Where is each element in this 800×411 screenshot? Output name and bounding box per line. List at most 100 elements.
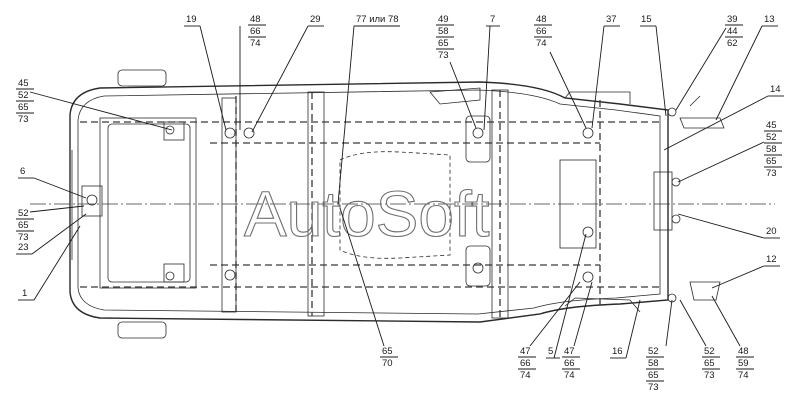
callout-number: 12 bbox=[766, 254, 777, 265]
callout-number: 66 bbox=[536, 26, 547, 37]
right-side-parts bbox=[679, 95, 725, 301]
callout-number: 59 bbox=[738, 358, 749, 369]
svg-text:7: 7 bbox=[490, 14, 495, 25]
callout-number: 62 bbox=[727, 38, 738, 49]
callout-number: 73 bbox=[766, 168, 777, 179]
callout-number: 52 bbox=[704, 346, 715, 357]
callout-13: 13 bbox=[715, 14, 778, 121]
callout-number: 65 bbox=[766, 156, 777, 167]
callout-number: 73 bbox=[18, 114, 29, 125]
left-hitch-bracket bbox=[71, 150, 103, 260]
callout-number: 1 bbox=[22, 288, 27, 299]
callout-number: 7 bbox=[490, 14, 495, 25]
callout-number: 48 bbox=[738, 346, 749, 357]
callout-number: 39 bbox=[727, 14, 738, 25]
callout-number: 65 bbox=[704, 358, 715, 369]
callout-number: 23 bbox=[18, 242, 29, 253]
callout-number: 45 bbox=[766, 120, 777, 131]
callout-number: 14 bbox=[770, 84, 781, 95]
callout-number: 65 bbox=[648, 370, 659, 381]
callout-number: 65 bbox=[382, 346, 393, 357]
callout-number: 66 bbox=[520, 358, 531, 369]
callout-29: 29 bbox=[251, 14, 324, 133]
svg-text:20: 20 bbox=[766, 226, 777, 237]
callout-number: 19 bbox=[186, 14, 197, 25]
rear-panel-section bbox=[99, 117, 197, 289]
callout-number: 74 bbox=[250, 38, 261, 49]
callout-number: 58 bbox=[766, 144, 777, 155]
callout-12: 12 bbox=[711, 254, 780, 289]
callout-number: 13 bbox=[764, 14, 775, 25]
svg-text:19: 19 bbox=[186, 14, 197, 25]
callout-number: 6 bbox=[20, 166, 25, 177]
callout-number: 73 bbox=[18, 232, 29, 243]
callout-20: 20 bbox=[677, 213, 780, 239]
callout-number: 73 bbox=[648, 382, 659, 393]
callout-number: 52 bbox=[648, 346, 659, 357]
callout-number: 29 bbox=[310, 14, 321, 25]
callout-37: 37 bbox=[591, 14, 620, 129]
callout-77: 77 или 78 bbox=[337, 14, 400, 205]
svg-text:12: 12 bbox=[766, 254, 777, 265]
callout-number: 74 bbox=[536, 38, 547, 49]
callout-number: 58 bbox=[438, 26, 449, 37]
callout-number: 77 или 78 bbox=[356, 14, 399, 25]
callout-number: 65 bbox=[18, 102, 29, 113]
callout-number: 37 bbox=[606, 14, 617, 25]
callout-number: 49 bbox=[438, 14, 449, 25]
callout-number: 65 bbox=[18, 220, 29, 231]
svg-text:23: 23 bbox=[18, 242, 29, 253]
body-outline bbox=[69, 69, 669, 339]
callout-number: 52 bbox=[18, 90, 29, 101]
callout-number: 58 bbox=[648, 358, 659, 369]
svg-text:15: 15 bbox=[641, 14, 652, 25]
callout-23: 23 bbox=[16, 213, 87, 255]
callout-number: 52 bbox=[766, 132, 777, 143]
callout-number: 44 bbox=[727, 26, 738, 37]
svg-text:14: 14 bbox=[770, 84, 781, 95]
callout-7: 7 bbox=[483, 14, 500, 131]
callout-number: 73 bbox=[438, 50, 449, 61]
callout-number: 66 bbox=[250, 26, 261, 37]
callout-number: 73 bbox=[704, 370, 715, 381]
svg-text:29: 29 bbox=[310, 14, 321, 25]
svg-text:1: 1 bbox=[22, 288, 27, 299]
callout-1: 1 bbox=[18, 225, 81, 301]
callout-number: 74 bbox=[520, 370, 531, 381]
callout-5: 5 bbox=[546, 233, 587, 359]
callout-number: 47 bbox=[564, 346, 575, 357]
svg-text:37: 37 bbox=[606, 14, 617, 25]
svg-text:13: 13 bbox=[764, 14, 775, 25]
callout-6: 6 bbox=[18, 166, 87, 199]
callout-19: 19 bbox=[184, 14, 227, 131]
callout-number: 70 bbox=[382, 358, 393, 369]
callout-15: 15 bbox=[640, 14, 667, 117]
callout-14: 14 bbox=[663, 84, 784, 151]
svg-text:6: 6 bbox=[20, 166, 25, 177]
callout-number: 20 bbox=[766, 226, 777, 237]
svg-text:77 или 78: 77 или 78 bbox=[356, 14, 399, 25]
